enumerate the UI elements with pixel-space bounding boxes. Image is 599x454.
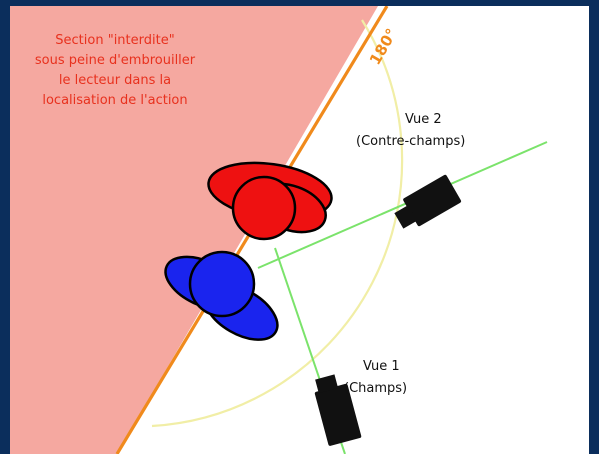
camera-vue1-body: [314, 383, 362, 446]
character-blue-head: [188, 250, 256, 318]
camera-vue2-icon: [394, 174, 462, 229]
forbidden-label: Section "interdite" sous peine d'embroui…: [35, 33, 196, 108]
vue2-label: Vue 2 (Contre-champs): [356, 112, 465, 149]
vue2-title: Vue 2: [405, 112, 442, 127]
sight-line-vue2: [257, 141, 548, 269]
angle-arc: [151, 19, 404, 428]
forbidden-label-line-2: sous peine d'embrouiller: [35, 53, 196, 68]
vue1-label: Vue 1 (Champs): [344, 359, 407, 396]
camera-vue1-icon: [314, 374, 362, 446]
diagram-canvas: 180° Section "interdite" sous peine d'em…: [10, 6, 589, 454]
forbidden-label-line-1: Section "interdite": [55, 33, 174, 48]
camera-vue2-body: [403, 174, 462, 227]
camera-vue2-lens: [394, 205, 418, 229]
camera-vue1-lens: [315, 374, 339, 394]
forbidden-zone: [10, 6, 378, 454]
forbidden-label-line-3: le lecteur dans la: [59, 73, 171, 88]
camera-axis-diagram: 180° Section "interdite" sous peine d'em…: [10, 6, 589, 454]
vue2-subtitle: (Contre-champs): [356, 134, 465, 149]
character-red: [207, 161, 333, 241]
vue1-subtitle: (Champs): [344, 381, 407, 396]
character-blue: [164, 250, 279, 341]
character-red-head: [231, 175, 297, 241]
vue1-title: Vue 1: [363, 359, 400, 374]
forbidden-label-line-4: localisation de l'action: [42, 93, 187, 108]
